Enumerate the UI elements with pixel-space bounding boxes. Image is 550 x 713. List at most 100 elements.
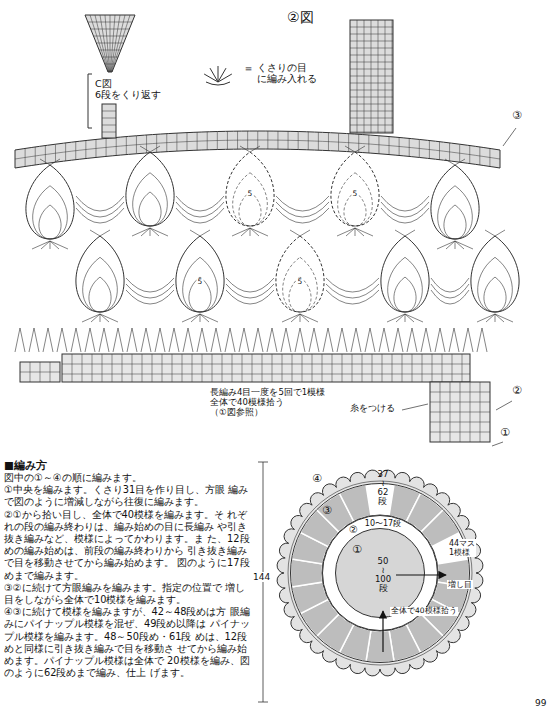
mesh-line: [430, 402, 490, 403]
fan-stitch: [100, 314, 101, 322]
band-cell: [449, 143, 450, 161]
band-cell: [116, 137, 117, 155]
strap-grid: [102, 111, 116, 112]
pineapple: [276, 230, 324, 322]
strap-grid: [350, 55, 393, 56]
fan-stitch: [50, 241, 68, 249]
fan-stitch: [495, 314, 496, 322]
pineapple-row: [484, 277, 506, 312]
pineapple: [176, 230, 224, 322]
mesh-line: [112, 354, 113, 382]
fan-stitch: [455, 241, 464, 249]
fan-stitch: [495, 314, 513, 322]
pineapple-row: [39, 205, 61, 239]
strap-grid: [350, 97, 393, 98]
band-cell: [227, 131, 228, 149]
band-cell: [186, 133, 187, 151]
mesh-line: [272, 354, 273, 382]
fringe: [15, 328, 25, 352]
stitch: [210, 68, 218, 82]
pineapple-row: [226, 152, 274, 226]
fan-stitch: [82, 314, 100, 322]
row-range: 37 ≀ 62 段: [378, 470, 389, 506]
chain-arc: [381, 202, 429, 217]
scallop-edge: [277, 470, 483, 676]
band-cell: [439, 142, 440, 160]
band-cell: [459, 144, 460, 162]
fan-stitch: [241, 228, 250, 236]
fringe: [155, 328, 165, 352]
fringe: [407, 328, 417, 352]
mesh-line: [162, 354, 163, 382]
mesh-line: [242, 354, 243, 382]
strap-grid: [350, 90, 393, 91]
band-cell: [95, 139, 96, 157]
pineapple: [226, 146, 274, 236]
band-cell: [45, 146, 46, 164]
pineapple-row: [89, 277, 111, 312]
pineapple-row: [176, 236, 224, 312]
mesh-line: [422, 354, 423, 382]
region-number: ④: [312, 473, 322, 486]
mesh-line: [262, 354, 263, 382]
figure-title: ②図: [287, 9, 314, 25]
mesh-line: [62, 374, 470, 375]
fringe: [421, 328, 431, 352]
fan-stitch: [346, 228, 355, 236]
region-outline: [335, 528, 425, 618]
fan-stitch: [190, 230, 200, 236]
mesh-line: [282, 354, 283, 382]
mesh-line: [382, 354, 383, 382]
fringe: [463, 328, 473, 352]
pineapple-row: [139, 192, 161, 226]
fan-stitch: [300, 314, 318, 322]
fan-stitch: [200, 230, 210, 236]
center-piece: ①50 ≀ 100 段: [335, 528, 425, 618]
strap-grid: [102, 132, 116, 133]
region-number: ③: [322, 505, 332, 518]
mesh-line: [212, 354, 213, 382]
callout-number: ①: [500, 427, 510, 440]
pineapple-row: [133, 173, 168, 226]
strap-grid: [364, 20, 365, 133]
band-cell: [318, 132, 319, 150]
mesh-line: [122, 354, 123, 382]
fan-stitch: [91, 314, 100, 322]
mesh-line: [430, 432, 490, 433]
arrow: [396, 574, 446, 575]
strap-grid: [100, 15, 109, 72]
instruction-text: 図中の①～④の順に編みます。: [4, 472, 250, 484]
mesh-ring: ①50 ≀ 100 段②10〜17段③44マス 1模様: [290, 483, 470, 663]
fan-stitch: [300, 314, 309, 322]
fringe: [57, 328, 67, 352]
fringe: [225, 328, 235, 352]
strap-grid: [350, 76, 393, 77]
mesh-line: [332, 354, 333, 382]
dimension: 144: [252, 572, 271, 582]
band-cell: [247, 131, 248, 149]
strap-grid: [350, 118, 393, 119]
strap: [102, 104, 116, 138]
band-cell: [328, 133, 329, 151]
band-cell: [35, 147, 36, 165]
fan-stitch: [41, 241, 50, 249]
legend-text: くさりの目 に編み入れる: [257, 63, 317, 85]
chain-arc: [76, 202, 124, 217]
pineapple-row: [471, 236, 519, 312]
pineapple: [76, 230, 124, 322]
pineapple: [331, 146, 379, 236]
fan-stitch: [355, 228, 364, 236]
mesh-line: [442, 354, 443, 382]
strap-grid: [350, 69, 393, 70]
strap: [85, 15, 135, 72]
mesh-line: [392, 354, 393, 382]
pineapple-row: [331, 152, 379, 226]
band-cell: [207, 132, 208, 150]
pineapple-row: [126, 152, 174, 226]
pineapple-row: [276, 236, 324, 312]
pineapple-row: [26, 165, 74, 239]
fan-stitch: [32, 241, 50, 249]
mesh-line: [20, 372, 60, 373]
mesh-line: [172, 354, 173, 382]
